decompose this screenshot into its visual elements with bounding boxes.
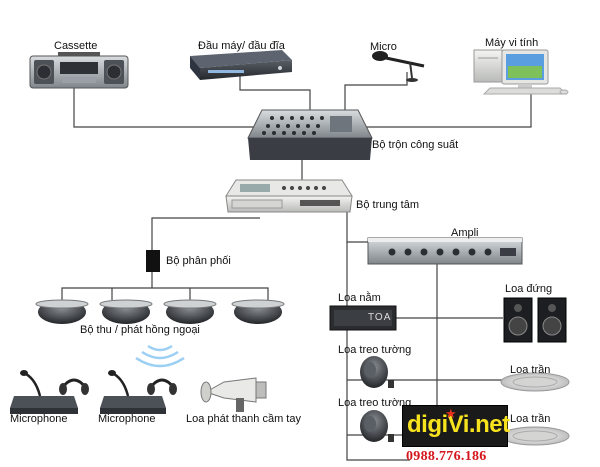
ceiling-speaker-2-label: Loa trần	[510, 413, 551, 425]
ceiling-speaker-1-label: Loa trần	[510, 364, 551, 376]
player-label: Đầu máy/ đầu đĩa	[198, 40, 285, 52]
microphone-unit-1	[10, 370, 89, 414]
ir-receiver-label: Bộ thu / phát hồng ngoại	[80, 324, 200, 336]
wall-speaker-1-device	[360, 356, 394, 388]
micro-label: Micro	[370, 41, 397, 53]
microphone-1-label: Microphone	[10, 413, 68, 425]
ir-receiver-domes	[35, 299, 285, 324]
box-speaker-brand: TOA	[368, 312, 392, 323]
ampli-device	[367, 237, 523, 265]
mixer-label: Bộ trộn công suất	[372, 139, 459, 151]
megaphone-label: Loa phát thanh cầm tay	[186, 413, 301, 425]
central-unit-label: Bộ trung tâm	[356, 199, 419, 211]
brand-logo-text: digiVi.net	[407, 411, 510, 438]
phone-number: 0988.776.186	[406, 449, 487, 464]
brand-logo: digiVi.net ★	[402, 405, 510, 447]
floor-speaker-device	[503, 297, 567, 343]
ceiling-speaker-2-device	[500, 426, 570, 446]
mixer-device	[247, 109, 373, 160]
wall-speaker-2-label: Loa treo tường	[338, 397, 412, 409]
wall-speaker-2-device	[360, 410, 394, 442]
computer-device	[473, 49, 569, 95]
ceiling-speaker-1-device	[500, 372, 570, 392]
player-device	[190, 50, 292, 80]
microphone-unit-2	[100, 370, 177, 414]
splitter-label: Bộ phân phối	[166, 255, 231, 267]
floor-speaker-label: Loa đứng	[505, 283, 553, 295]
wall-speaker-1-label: Loa treo tường	[338, 344, 412, 356]
box-speaker-label: Loa nằm	[338, 292, 381, 304]
ampli-label: Ampli	[451, 227, 479, 239]
computer-label: Máy vi tính	[485, 37, 539, 49]
megaphone-device	[200, 377, 267, 412]
central-unit-device	[225, 179, 353, 213]
splitter-device	[146, 250, 160, 272]
star-icon: ★	[445, 406, 457, 421]
cassette-label: Cassette	[54, 40, 98, 52]
box-speaker-device	[329, 305, 397, 331]
microphone-2-label: Microphone	[98, 413, 156, 425]
micro-device	[372, 51, 425, 82]
cassette-device	[29, 52, 129, 89]
ir-waves-icon	[135, 344, 185, 368]
